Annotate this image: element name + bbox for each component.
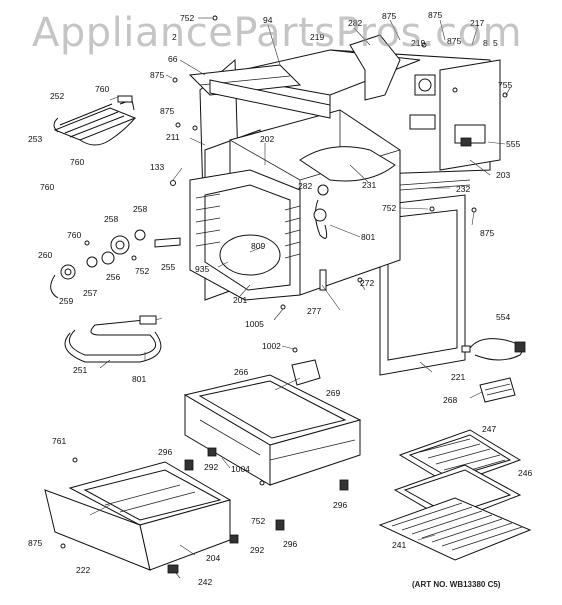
callout-label: 66 bbox=[168, 54, 178, 64]
storage-drawer bbox=[44, 461, 232, 571]
callout-label: 760 bbox=[70, 157, 84, 167]
callout-label: 875 bbox=[447, 36, 461, 46]
callout-label: 211 bbox=[166, 132, 180, 142]
callout-label: 255 bbox=[161, 262, 175, 272]
callout-label: 875 bbox=[480, 228, 494, 238]
bracket-269 bbox=[291, 359, 321, 386]
callout-label: 809 bbox=[251, 241, 265, 251]
callout-label: 260 bbox=[38, 250, 52, 260]
callout-label: 217 bbox=[470, 18, 484, 28]
callout-label: 760 bbox=[95, 84, 109, 94]
callout-label: 203 bbox=[496, 170, 510, 180]
callout-label: 755 bbox=[498, 80, 512, 90]
callout-label: 1004 bbox=[231, 464, 250, 474]
callout-label: 752 bbox=[180, 13, 194, 23]
callout-label: 253 bbox=[28, 134, 42, 144]
callout-label: 5 bbox=[493, 38, 498, 48]
callout-label: 935 bbox=[195, 264, 209, 274]
callout-label: 269 bbox=[326, 388, 340, 398]
callout-label: 247 bbox=[482, 424, 496, 434]
art-number: (ART NO. WB13380 C5) bbox=[412, 580, 501, 589]
callout-label: 752 bbox=[135, 266, 149, 276]
callout-label: 201 bbox=[233, 295, 247, 305]
callout-label: 760 bbox=[40, 182, 54, 192]
callout-label: 752 bbox=[382, 203, 396, 213]
callout-label: 258 bbox=[104, 214, 118, 224]
callout-label: 875 bbox=[150, 70, 164, 80]
oven-rack-241 bbox=[378, 497, 532, 561]
callout-label: 282 bbox=[348, 18, 362, 28]
callout-label: 752 bbox=[251, 516, 265, 526]
callout-label: 282 bbox=[298, 181, 312, 191]
oven-cabinet bbox=[188, 34, 501, 376]
callout-label: 257 bbox=[83, 288, 97, 298]
callout-label: 761 bbox=[52, 436, 66, 446]
callout-label: 292 bbox=[204, 462, 218, 472]
callout-label: 259 bbox=[59, 296, 73, 306]
callout-label: 221 bbox=[451, 372, 465, 382]
callout-label: 801 bbox=[361, 232, 375, 242]
broil-element-252 bbox=[53, 95, 137, 146]
callout-label: 760 bbox=[67, 230, 81, 240]
callout-label: 219 bbox=[310, 32, 324, 42]
callout-label: 246 bbox=[518, 468, 532, 478]
callout-label: 266 bbox=[234, 367, 248, 377]
callout-label: 875 bbox=[28, 538, 42, 548]
callout-label: 219 bbox=[411, 38, 425, 48]
callout-labels: 752 94 282 875 875 217 2 219 219 875 66 … bbox=[28, 10, 532, 587]
callout-label: 875 bbox=[382, 11, 396, 21]
callout-label: 268 bbox=[443, 395, 457, 405]
callout-label: 554 bbox=[496, 312, 510, 322]
bracket-268 bbox=[479, 377, 516, 403]
callout-label: 241 bbox=[392, 540, 406, 550]
callout-label: 875 bbox=[160, 106, 174, 116]
bake-element-251 bbox=[64, 315, 163, 363]
callout-label: 1002 bbox=[262, 341, 281, 351]
callout-label: 252 bbox=[50, 91, 64, 101]
callout-label: 242 bbox=[198, 577, 212, 587]
callout-label: 2 bbox=[172, 32, 177, 42]
callout-label: 296 bbox=[333, 500, 347, 510]
broiler-pan-247 bbox=[398, 429, 522, 486]
callout-label: 94 bbox=[263, 15, 273, 25]
callout-label: 222 bbox=[76, 565, 90, 575]
callout-label: 555 bbox=[506, 139, 520, 149]
callout-label: 272 bbox=[360, 278, 374, 288]
callout-label: 296 bbox=[158, 447, 172, 457]
callout-label: 875 bbox=[428, 10, 442, 20]
callout-label: 133 bbox=[150, 162, 164, 172]
callout-label: 231 bbox=[362, 180, 376, 190]
callout-label: 801 bbox=[132, 374, 146, 384]
callout-label: 204 bbox=[206, 553, 220, 563]
small-parts-left bbox=[50, 125, 198, 299]
callout-label: 277 bbox=[307, 306, 321, 316]
bottom-frame-266 bbox=[183, 374, 362, 486]
callout-label: 1005 bbox=[245, 319, 264, 329]
power-cord-554 bbox=[461, 338, 526, 361]
callout-label: 202 bbox=[260, 134, 274, 144]
callout-label: 292 bbox=[250, 545, 264, 555]
leveling-legs bbox=[60, 15, 508, 574]
leader-lines bbox=[89, 17, 511, 579]
callout-label: 258 bbox=[133, 204, 147, 214]
callout-label: 232 bbox=[456, 184, 470, 194]
callout-label: 251 bbox=[73, 365, 87, 375]
callout-label: 296 bbox=[283, 539, 297, 549]
callout-label: 8 bbox=[483, 38, 488, 48]
callout-label: 256 bbox=[106, 272, 120, 282]
